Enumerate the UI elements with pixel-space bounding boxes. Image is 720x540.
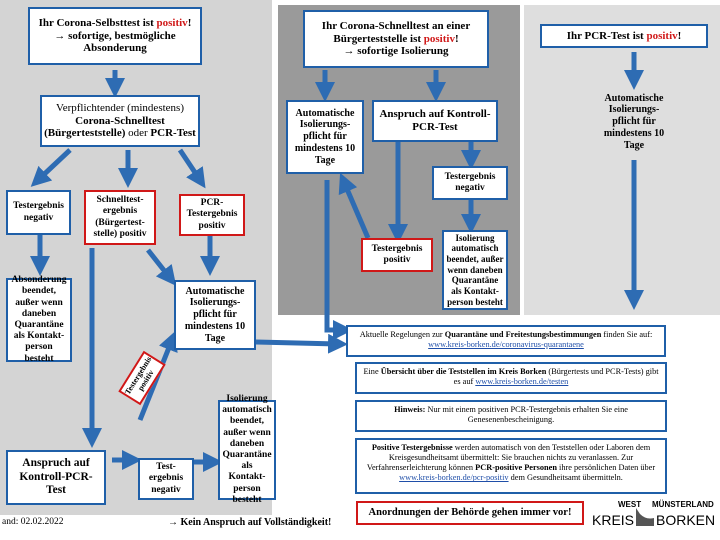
pcr-positive-box: PCR-Testergebnis positiv — [179, 194, 245, 236]
kreis-borken-logo: WEST MÜNSTERLAND KREIS BORKEN — [592, 500, 720, 540]
middle-positive-text: Testergebnis positiv — [371, 243, 423, 265]
selftest-positive-box: Ihr Corona-Selbsttest ist positiv! → sof… — [28, 7, 202, 65]
info4-c: werden automatisch von den Teststellen o… — [388, 443, 651, 463]
logo-kreis: KREIS — [592, 512, 635, 528]
authority-orders-box: Anordnungen der Behörde gehen immer vor! — [356, 501, 584, 525]
oblig-line3a: (Bürgerteststelle) — [44, 127, 126, 140]
selftest-line3: Absonderung — [83, 42, 147, 55]
info-quarantine-rules: Aktuelle Regelungen zur Quarantäne und F… — [346, 325, 666, 357]
oblig-line3c: PCR-Test — [150, 127, 196, 140]
center-line1: Ihr Corona-Schnelltest an einer — [321, 19, 471, 32]
info4-d: Zur Verfahrenserleichterung können — [366, 453, 634, 473]
center-line2: Bürgerteststelle ist — [333, 32, 424, 45]
middle-auto-isolation-text: Automatische Isolierungs-pflicht für min… — [294, 107, 356, 166]
separation-ended-text: Absonderung beendet, außer wenn daneben … — [11, 275, 67, 364]
info1-c: finden Sie auf: — [601, 330, 653, 339]
selftest-excl: ! — [187, 16, 192, 29]
oblig-line2: Corona-Schnelltest — [75, 114, 165, 127]
info-test-centers: Eine Übersicht über die Teststellen im K… — [355, 362, 667, 394]
date-footer: and: 02.02.2022 — [2, 517, 64, 527]
disclaimer-footer: → Kein Anspruch auf Vollständigkeit! — [168, 517, 332, 528]
center-positive-word: positiv — [423, 32, 455, 45]
quicktest-positive-box: Schnelltest-ergebnis (Bürgertest-stelle)… — [84, 190, 156, 245]
info2-a: Eine — [363, 367, 381, 376]
isolation-ended-box: Isolierung automatisch beendet, außer we… — [218, 394, 276, 505]
info4-f: ihre persönlichen Daten über — [556, 463, 656, 473]
selftest-line2: → sofortige, bestmögliche — [54, 29, 176, 42]
pcr-top-excl: ! — [677, 29, 682, 42]
logo-west: WEST — [618, 500, 642, 509]
info3-b: Hinweis: — [394, 405, 426, 414]
middle-negative-text: Testergebnis negativ — [444, 171, 496, 193]
oblig-line3b: oder — [125, 127, 151, 140]
obligatory-test-box: Verpflichtender (mindestens) Corona-Schn… — [40, 95, 200, 147]
pcr-positive-link[interactable]: www.kreis-borken.de/pcr-positiv — [399, 473, 509, 483]
auto-isolation-box: Automatische Isolierungs-pflicht für min… — [174, 280, 256, 350]
right-auto-isolation-text: Automatische Isolierungs-pflicht für min… — [603, 92, 665, 151]
middle-auto-isolation-box: Automatische Isolierungs-pflicht für min… — [286, 100, 364, 174]
info4-g: dem Gesundheitsamt übermitteln. — [508, 473, 623, 483]
auto-isolation-text: Automatische Isolierungs-pflicht für min… — [184, 285, 246, 344]
isolation-ended-text: Isolierung automatisch beendet, außer we… — [222, 393, 272, 505]
control-pcr-claim-box: Anspruch auf Kontroll-PCR-Test — [6, 450, 106, 505]
info-positive-results: Positive Testergebnisse werden automatis… — [355, 438, 667, 494]
pcr-positive-text: PCR-Testergebnis positiv — [186, 198, 238, 231]
oblig-line1: Verpflichtender (mindestens) — [56, 101, 184, 114]
middle-isolation-ended-text: Isolierung automatisch beendet, außer we… — [446, 232, 504, 307]
pcr-test-positive-box: Ihr PCR-Test ist positiv! — [540, 24, 708, 48]
info2-b: Übersicht über die Teststellen im Kreis … — [380, 367, 547, 376]
center-line3: → sofortige Isolierung — [343, 45, 449, 58]
middle-negative-box: Testergebnis negativ — [432, 166, 508, 200]
selftest-line1: Ihr Corona-Selbsttest ist — [38, 16, 157, 29]
logo-borken: BORKEN — [656, 512, 716, 528]
quarantine-link[interactable]: www.kreis-borken.de/coronavirus-quaranta… — [428, 340, 584, 350]
quicktest-center-positive-box: Ihr Corona-Schnelltest an einer Bürgerte… — [303, 10, 489, 68]
test-negative-small-text: Test-ergebnis negativ — [148, 462, 184, 495]
center-excl: ! — [454, 32, 459, 45]
test-centers-link[interactable]: www.kreis-borken.de/testen — [475, 377, 569, 387]
separation-ended-box: Absonderung beendet, außer wenn daneben … — [6, 275, 72, 364]
negative-result-box: Testergebnis negativ — [6, 190, 71, 235]
middle-positive-box: Testergebnis positiv — [361, 238, 433, 272]
middle-control-pcr-box: Anspruch auf Kontroll-PCR-Test — [372, 100, 498, 142]
logo-mark-icon — [636, 508, 654, 526]
info1-a: Aktuelle Regelungen zur — [359, 330, 445, 339]
info4-e: PCR-positive Personen — [475, 463, 557, 473]
info4-b: Positive Testergebnisse — [371, 443, 453, 452]
info-hint: Hinweis: Nur mit einem positiven PCR-Tes… — [355, 400, 667, 432]
middle-control-pcr-text: Anspruch auf Kontroll-PCR-Test — [379, 108, 491, 133]
info3-c: Nur mit einem positiven PCR-Testergebnis… — [425, 405, 628, 425]
negative-result-text: Testergebnis negativ — [13, 201, 64, 223]
authority-orders-text: Anordnungen der Behörde gehen immer vor! — [368, 506, 572, 518]
pcr-top-text: Ihr PCR-Test ist — [566, 29, 647, 42]
control-pcr-claim-text: Anspruch auf Kontroll-PCR-Test — [19, 457, 93, 497]
info1-b: Quarantäne und Freitestungsbestimmungen — [444, 330, 602, 339]
quicktest-positive-text: Schnelltest-ergebnis (Bürgertest-stelle)… — [93, 195, 147, 239]
right-panel — [524, 5, 720, 315]
test-negative-small-box: Test-ergebnis negativ — [138, 458, 194, 500]
info2-c: (Bürgertests und PCR-Tests) gibt es auf — [453, 367, 659, 387]
middle-isolation-ended-box: Isolierung automatisch beendet, außer we… — [442, 230, 508, 310]
right-auto-isolation-box: Automatische Isolierungs-pflicht für min… — [600, 86, 668, 158]
logo-muensterland: MÜNSTERLAND — [652, 500, 714, 509]
pcr-top-positive-word: positiv — [646, 29, 678, 42]
selftest-positive-word: positiv — [156, 16, 188, 29]
